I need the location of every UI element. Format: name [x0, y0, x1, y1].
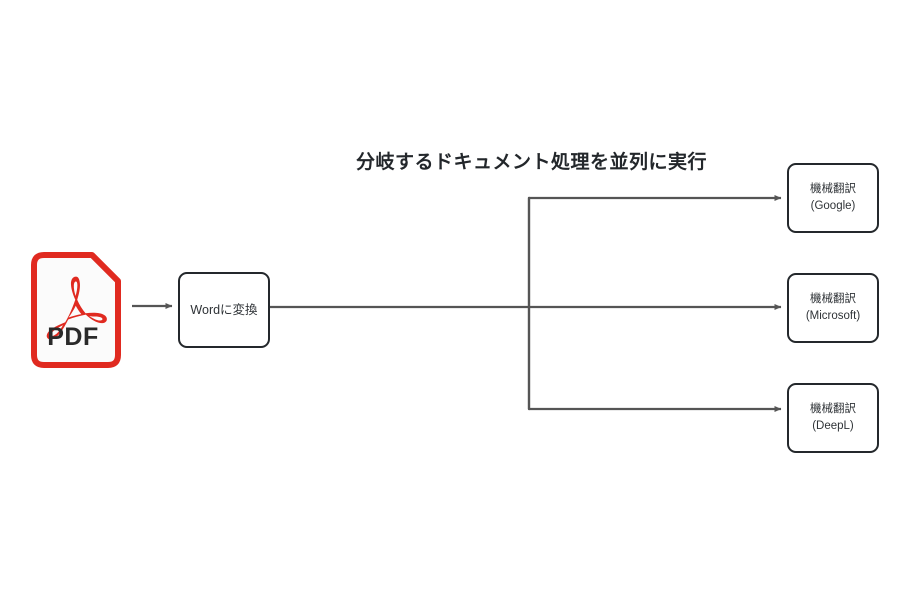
acrobat-swoosh-icon [46, 276, 107, 340]
node-word-convert[interactable]: Wordに変換 [178, 272, 270, 348]
node-word-convert-label: Wordに変換 [190, 302, 258, 317]
node-google-label-secondary: (Google) [810, 200, 856, 212]
node-deepl-label-primary: 機械翻訳 [810, 403, 856, 416]
node-machine-translation-google[interactable]: 機械翻訳 (Google) [787, 163, 879, 233]
node-microsoft-label-primary: 機械翻訳 [810, 293, 856, 306]
node-microsoft-label-secondary: (Microsoft) [805, 310, 861, 322]
pdf-label: PDF [47, 323, 99, 351]
node-machine-translation-microsoft[interactable]: 機械翻訳 (Microsoft) [787, 273, 879, 343]
node-google-label-primary: 機械翻訳 [810, 183, 856, 196]
node-machine-translation-deepl[interactable]: 機械翻訳 (DeepL) [787, 383, 879, 453]
diagram-title: 分岐するドキュメント処理を並列に実行 [356, 152, 708, 173]
pdf-document-icon [31, 252, 121, 368]
node-deepl-label-secondary: (DeepL) [812, 420, 854, 432]
pdf-source-node[interactable]: PDF [24, 251, 122, 369]
